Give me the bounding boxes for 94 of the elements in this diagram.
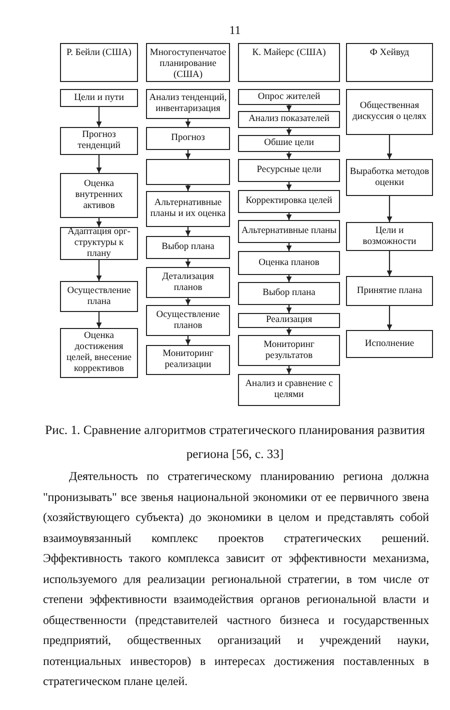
process-box [238, 374, 340, 406]
figure-caption: Рис. 1. Сравнение алгоритмов стратегического планирования развития региона [56, с. 33] [44, 422, 426, 463]
arrow [386, 306, 392, 330]
process-box [346, 222, 433, 251]
process-box [238, 111, 340, 128]
header-text: Р. Бейли (США) [66, 48, 132, 59]
arrow [286, 243, 292, 251]
step-text: Реализация [266, 315, 312, 326]
process-box [238, 159, 340, 182]
arrow [96, 155, 102, 173]
step-text: Оценка достижения целей, внесение коррективов [65, 331, 133, 375]
process-box [346, 276, 433, 306]
process-box [60, 127, 138, 155]
step-text: Общественная дискуссия о целях [352, 101, 428, 123]
process-box [238, 89, 340, 105]
process-box [346, 159, 433, 196]
arrow [386, 135, 392, 159]
process-box [346, 89, 433, 135]
header-box [60, 43, 138, 82]
step-text: Исполнение [364, 338, 414, 350]
step-text: Принятие плана [356, 286, 422, 296]
arrow [286, 305, 292, 313]
header-box [346, 43, 433, 82]
arrow [386, 251, 392, 276]
process-box [238, 135, 340, 152]
arrow [185, 227, 191, 236]
process-box [238, 313, 340, 328]
header-box [146, 43, 230, 82]
step-text: Цели и возможности [362, 226, 418, 248]
arrow [96, 312, 102, 328]
arrow [286, 328, 292, 335]
step-text: Оценка внутренних активов [74, 179, 124, 212]
arrow [386, 196, 392, 222]
empty-box [146, 159, 230, 185]
arrow [185, 150, 191, 159]
arrow [286, 366, 292, 374]
process-box [238, 282, 340, 305]
step-text: Осуществление планов [155, 310, 221, 332]
arrow [185, 259, 191, 267]
process-box [238, 251, 340, 275]
process-box [146, 305, 230, 336]
arrow [185, 336, 191, 345]
step-text: Корректировка целей [246, 196, 332, 207]
process-box [146, 345, 230, 375]
arrow [185, 185, 191, 191]
step-text: Осуществление плана [66, 286, 132, 308]
step-text: Ресурсные цели [256, 165, 322, 176]
step-text: Прогноз тенденций [76, 130, 122, 152]
process-box [60, 281, 138, 312]
process-box [238, 190, 340, 213]
header-text: К. Майерс (США) [252, 48, 326, 59]
process-box [346, 330, 433, 358]
arrow [286, 213, 292, 220]
process-box [60, 89, 138, 107]
step-text: Анализ и сравнение с целями [244, 379, 334, 401]
arrow [96, 107, 102, 127]
process-box [238, 335, 340, 366]
arrow [286, 128, 292, 135]
step-text: Альтернативные планы [241, 226, 337, 237]
process-box [60, 227, 138, 260]
page-number: 11 [228, 23, 242, 38]
step-text: Мониторинг реализации [162, 349, 214, 371]
header-box [238, 43, 340, 82]
arrow [185, 298, 191, 305]
step-text: Адаптация орг-структуры к плану [66, 227, 132, 260]
arrow [185, 119, 191, 127]
arrow [96, 260, 102, 281]
arrow [286, 105, 292, 111]
step-text: Мониторинг результатов [262, 340, 316, 362]
step-text: Анализ тенденций, инвентаризация [149, 93, 227, 115]
process-box [146, 191, 230, 227]
header-text: Ф Хейвуд [370, 48, 410, 59]
process-box [146, 236, 230, 259]
step-text: Детализация планов [161, 272, 215, 294]
process-box [238, 220, 340, 243]
arrow [286, 182, 292, 190]
header-text: Многоступенчатое планирование (США) [149, 48, 227, 81]
arrow [286, 275, 292, 282]
step-text: Выбор плана [262, 288, 316, 299]
process-box [60, 173, 138, 218]
step-text: Прогноз [171, 133, 205, 144]
arrow [286, 152, 292, 159]
step-text: Обшие цели [264, 138, 314, 149]
step-text: Анализ показателей [248, 114, 330, 125]
process-box [146, 267, 230, 298]
step-text: Выработка методов оценки [349, 166, 430, 188]
step-text: Альтернативные планы и их оценка [149, 198, 227, 220]
step-text: Цели и пути [74, 92, 124, 104]
step-text: Выбор плана [162, 242, 214, 253]
step-text: Оценка планов [258, 258, 320, 268]
body-paragraph: Деятельность по стратегическому планированию региона должна "пронизывать" все звенья национальной экономики от ее первичного звена (хозяйствующего субъекта) до экономики в целом и представлять собой взаимоувязанный комплекс проектов стратегических решений. Эффективность такого комплекса зависит от эффективности механизма, используемого для реализации региональной стратегии, в том числе от степени эффективности взаимодействия органов региональной власти и общественности (представителей частного бизнеса и государственных предприятий, общественных организаций и учреждений науки, потенциальных инвесторов) в интересах достижения поставленных в стратегическом плане целей. [43, 468, 429, 690]
arrow [96, 218, 102, 227]
process-box [146, 127, 230, 150]
step-text: Опрос жителей [258, 92, 320, 102]
